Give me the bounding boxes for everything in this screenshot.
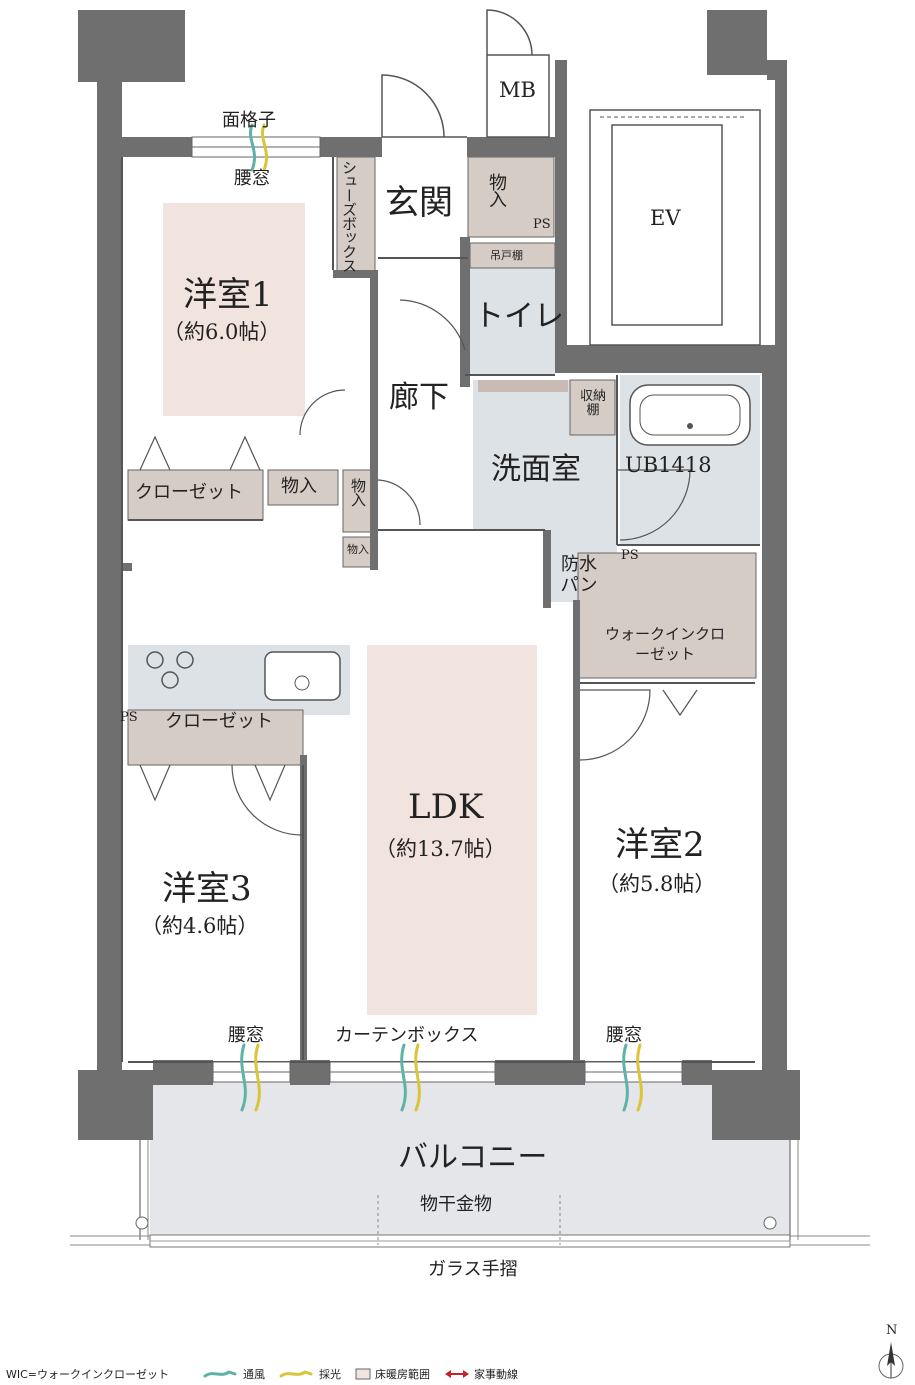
housework-route-arrow-icon bbox=[445, 1370, 470, 1378]
legend-daylight: 採光 bbox=[279, 1366, 341, 1382]
legend-ventilation: 通風 bbox=[203, 1366, 265, 1382]
airflow-arrows bbox=[240, 123, 643, 1112]
legend-housework-route: 家事動線 bbox=[444, 1366, 518, 1382]
storage-areas bbox=[127, 156, 757, 766]
ldk-area: （約13.7帖） bbox=[375, 837, 506, 861]
legend-daylight-text: 採光 bbox=[319, 1368, 342, 1381]
western-room-1-area: （約6.0帖） bbox=[163, 320, 281, 344]
legend-floor-heating-text: 床暖房範囲 bbox=[375, 1368, 431, 1381]
elevator-label: EV bbox=[650, 206, 681, 230]
western-room-3-area: （約4.6帖） bbox=[141, 914, 259, 938]
waist-window-right-label: 腰窓 bbox=[606, 1025, 642, 1046]
windows bbox=[191, 136, 683, 1083]
ps-wash-label: PS bbox=[621, 548, 639, 563]
elevator-shaft bbox=[589, 109, 761, 346]
shoe-box-label: シューズボックス bbox=[340, 160, 358, 272]
legend: WIC=ウォークインクローゼット 通風 採光 床暖房範囲 家事動線 bbox=[6, 1366, 532, 1382]
western-room-2-name: 洋室2 bbox=[615, 825, 705, 865]
bath-label: UB1418 bbox=[625, 453, 712, 477]
ps-entrance-label: PS bbox=[533, 217, 551, 232]
floor-heating-swatch-icon bbox=[355, 1368, 371, 1380]
storage-corridor-label: 物入 bbox=[349, 478, 367, 506]
walls bbox=[78, 10, 800, 1140]
glass-railing-label: ガラス手摺 bbox=[428, 1259, 518, 1280]
entrance-label: 玄関 bbox=[385, 183, 453, 223]
toilet-label: トイレ bbox=[474, 299, 564, 334]
waterproof-pan-label: 防水パン bbox=[560, 554, 598, 596]
ps-kitchen-label: PS bbox=[120, 710, 138, 725]
western-room-1-name: 洋室1 bbox=[183, 275, 273, 315]
entrance-door-area bbox=[381, 9, 550, 138]
storage-room-1-label: 物入 bbox=[281, 476, 317, 497]
wash-shelf-label: 収納棚 bbox=[579, 389, 606, 419]
curtain-box-label: カーテンボックス bbox=[335, 1025, 479, 1046]
balcony-label: バルコニー bbox=[398, 1140, 548, 1175]
laundry-hardware-label: 物干金物 bbox=[420, 1194, 492, 1215]
north-compass: N bbox=[876, 1324, 906, 1380]
waist-window-left-label: 腰窓 bbox=[228, 1025, 264, 1046]
closet-room-3-label: クローゼット bbox=[165, 711, 273, 732]
western-room-3-name: 洋室3 bbox=[162, 869, 252, 909]
storage-small-label: 物入 bbox=[347, 543, 369, 556]
daylight-swatch-icon bbox=[279, 1370, 313, 1378]
compass-north-label: N bbox=[886, 1323, 898, 1338]
legend-floor-heating: 床暖房範囲 bbox=[355, 1366, 430, 1382]
legend-wic-text: WIC=ウォークインクローゼット bbox=[6, 1368, 170, 1381]
ldk-name: LDK bbox=[408, 787, 484, 827]
floor-heating-areas bbox=[163, 203, 537, 1015]
washroom-label: 洗面室 bbox=[491, 452, 581, 487]
legend-housework-route-text: 家事動線 bbox=[474, 1368, 519, 1381]
closet-room-1-label: クローゼット bbox=[135, 482, 243, 503]
corridor-label: 廊下 bbox=[389, 380, 449, 415]
ventilation-swatch-icon bbox=[203, 1370, 237, 1378]
hanging-cabinet-label: 吊戸棚 bbox=[490, 249, 523, 262]
walk-in-closet-label: ウォークインクローゼット bbox=[605, 625, 726, 663]
kitchen-fixtures bbox=[146, 651, 341, 701]
meter-box-label: MB bbox=[499, 78, 536, 102]
western-room-2-area: （約5.8帖） bbox=[598, 872, 716, 896]
face-lattice-label: 面格子 bbox=[222, 110, 276, 131]
interior-doors bbox=[139, 299, 698, 836]
bathtub bbox=[629, 384, 751, 446]
legend-wic: WIC=ウォークインクローゼット bbox=[6, 1366, 169, 1382]
entrance-storage-label: 物入 bbox=[486, 173, 507, 207]
balcony-area bbox=[70, 1070, 870, 1248]
waist-window-top-label: 腰窓 bbox=[234, 168, 270, 189]
legend-ventilation-text: 通風 bbox=[243, 1368, 266, 1381]
compass-arrow-icon bbox=[878, 1342, 904, 1379]
